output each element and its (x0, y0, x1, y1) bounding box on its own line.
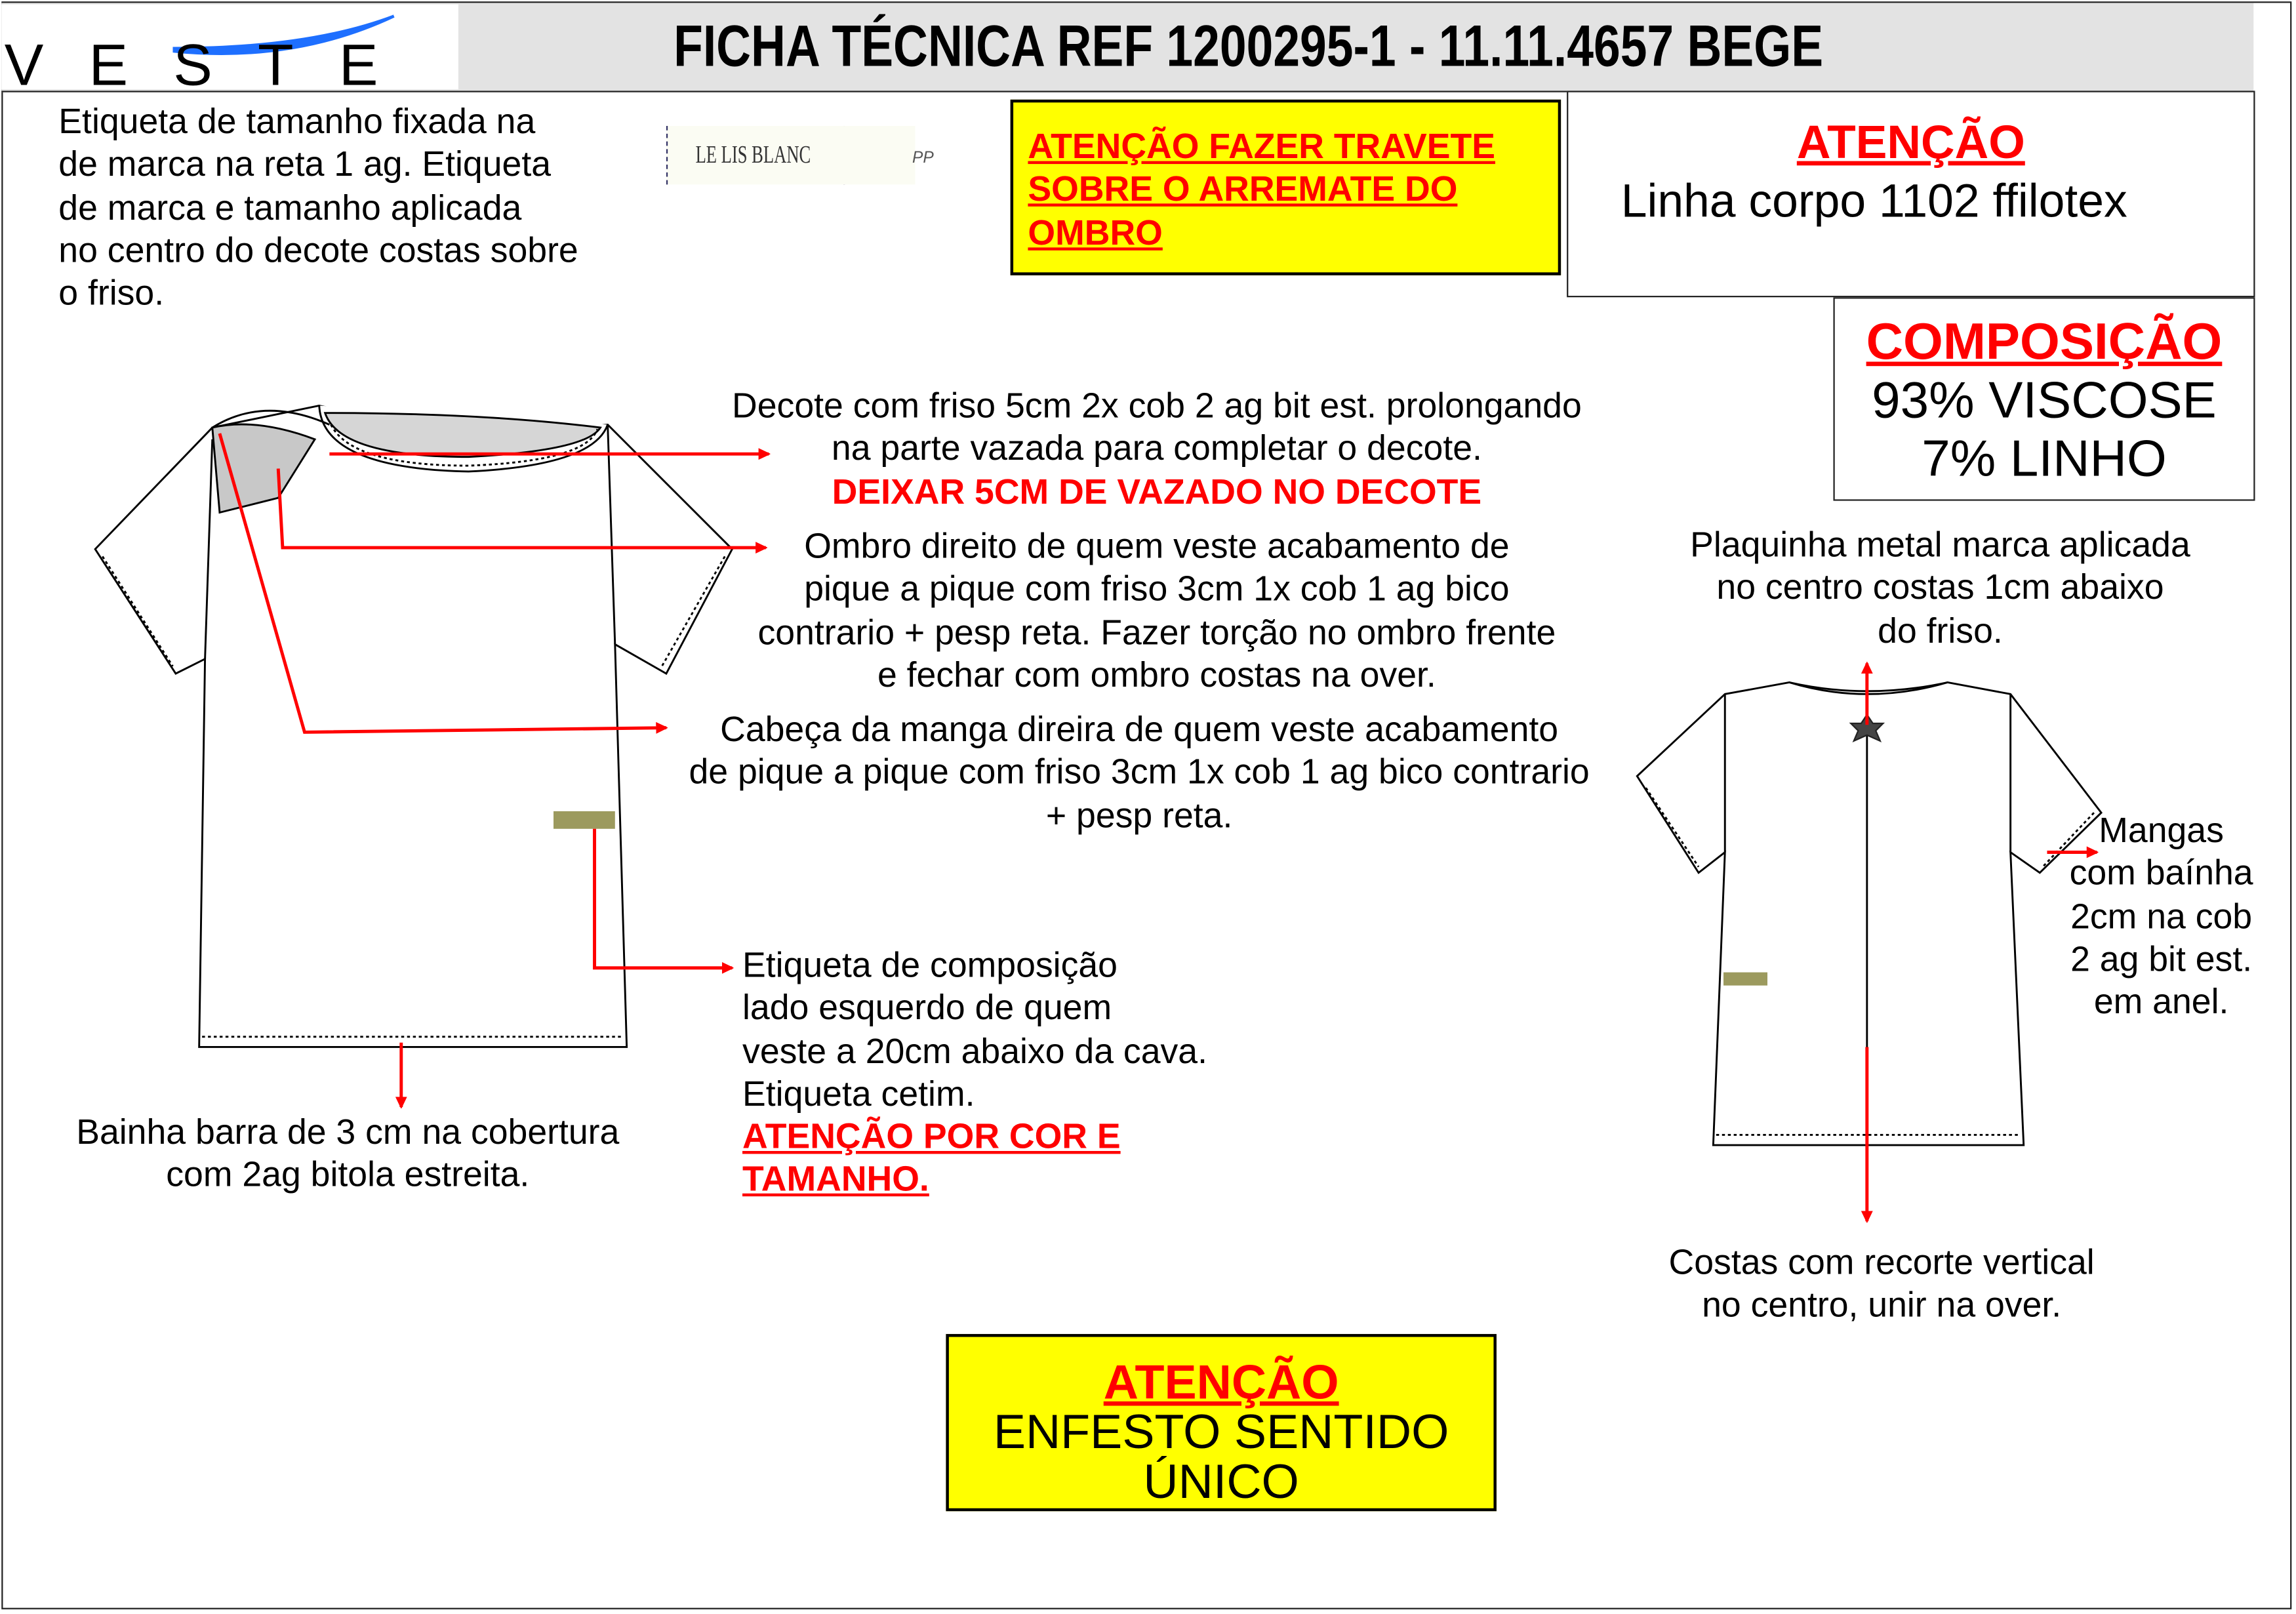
note-line: no centro do decote costas sobre (58, 231, 578, 271)
note-line: Etiqueta de composição (742, 946, 1118, 986)
composition-title: COMPOSIÇÃO (1866, 313, 2223, 371)
page-title: FICHA TÉCNICA REF 1200295-1 - 11.11.4657… (674, 14, 1824, 79)
note-line: o friso. (58, 273, 165, 314)
note-line: 2 ag bit est. (2070, 940, 2253, 980)
shoulder-note: Ombro direito de quem veste acabamento d… (688, 526, 1625, 698)
note-line: com 2ag bitola estreita. (166, 1156, 530, 1196)
size-label-text: PP (912, 149, 934, 167)
note-line: no centro, unir na over. (1702, 1286, 2062, 1326)
note-line: Cabeça da manga direira de quem veste ac… (720, 710, 1559, 750)
neckline-alert: DEIXAR 5CM DE VAZADO NO DECOTE (832, 472, 1482, 512)
composition-line: 7% LINHO (1922, 430, 2167, 488)
note-line: de marca e tamanho aplicada (58, 188, 522, 228)
note-line: + pesp reta. (1045, 796, 1233, 836)
metal-plate-note: Plaquinha metal marca aplicada no centro… (1625, 524, 2255, 653)
hem-note: Bainha barra de 3 cm na cobertura com 2a… (30, 1112, 666, 1198)
alert-line: ATENÇÃO POR COR E (742, 1118, 1121, 1158)
attention-travete-box: ATENÇÃO FAZER TRAVETE SOBRE O ARREMATE D… (1010, 99, 1561, 275)
sleeve-head-arrow (218, 433, 666, 734)
note-line: de pique a pique com friso 3cm 1x cob 1 … (689, 753, 1590, 793)
thread-title: ATENÇÃO (1796, 115, 2025, 169)
spreading-line: ENFESTO SENTIDO (993, 1404, 1449, 1459)
note-line: com baínha (2069, 854, 2253, 894)
alert-line: ATENÇÃO FAZER TRAVETE (1028, 127, 1495, 167)
note-line: Mangas (2099, 811, 2224, 851)
logo-swoosh-icon (172, 14, 395, 55)
note-line: 2cm na cob (2070, 897, 2253, 937)
back-note: Costas com recorte vertical no centro, u… (1611, 1241, 2152, 1327)
spreading-line: ÚNICO (1143, 1454, 1299, 1508)
annotation-arrows (218, 433, 2097, 1221)
neckline-note: Decote com friso 5cm 2x cob 2 ag bit est… (688, 385, 1625, 514)
alert-line: OMBRO (1028, 213, 1163, 253)
note-line: Ombro direito de quem veste acabamento d… (804, 527, 1510, 567)
thread-text: Linha corpo 1102 ffilotex (1621, 174, 2127, 228)
front-tshirt-drawing (94, 405, 734, 1048)
note-line: Costas com recorte vertical (1668, 1243, 2095, 1283)
note-line: Bainha barra de 3 cm na cobertura (76, 1112, 620, 1153)
note-line: na parte vazada para completar o decote. (831, 429, 1482, 470)
note-line: e fechar com ombro costas na over. (877, 656, 1436, 696)
note-line: contrario + pesp reta. Fazer torção no o… (757, 613, 1556, 653)
front-composition-label-mark (553, 811, 615, 829)
composition-box: COMPOSIÇÃO 93% VISCOSE 7% LINHO (1833, 297, 2255, 501)
spreading-title: ATENÇÃO (1103, 1354, 1339, 1409)
note-line: Decote com friso 5cm 2x cob 2 ag bit est… (732, 386, 1582, 426)
brand-label-image: LE LIS BLANC PP (666, 120, 944, 196)
note-line: do friso. (1878, 611, 2003, 651)
note-line: em anel. (2093, 982, 2229, 1022)
alert-line: SOBRE O ARREMATE DO (1028, 170, 1458, 210)
composition-label-arrow (593, 828, 733, 968)
logo-text: VESTE (4, 33, 424, 98)
note-line: pique a pique com friso 3cm 1x cob 1 ag … (804, 570, 1510, 610)
shoulder-arrow (276, 468, 766, 548)
veste-logo: VESTE (1, 4, 458, 98)
composition-line: 93% VISCOSE (1872, 372, 2217, 430)
thread-box: ATENÇÃO Linha corpo 1102 ffilotex (1567, 91, 2255, 298)
sleeve-head-note: Cabeça da manga direira de quem veste ac… (644, 709, 1634, 837)
note-line: Etiqueta cetim. (742, 1074, 975, 1114)
composition-label-note: Etiqueta de composição lado esquerdo de … (742, 944, 1207, 1201)
note-line: Etiqueta de tamanho fixada na (58, 102, 536, 142)
size-label-note: Etiqueta de tamanho fixada na de marca n… (58, 101, 578, 315)
metal-plate-icon (1849, 713, 1885, 742)
note-line: veste a 20cm abaixo da cava. (742, 1032, 1208, 1072)
note-line: de marca na reta 1 ag. Etiqueta (58, 145, 552, 185)
note-line: no centro costas 1cm abaixo (1716, 568, 2164, 609)
note-line: Plaquinha metal marca aplicada (1690, 525, 2190, 565)
note-line: lado esquerdo de quem (742, 988, 1112, 1029)
brand-label-text: LE LIS BLANC (695, 140, 811, 169)
back-composition-label-mark (1723, 972, 1767, 986)
alert-line: TAMANHO. (742, 1160, 929, 1200)
spreading-attention-box: ATENÇÃO ENFESTO SENTIDO ÚNICO (946, 1334, 1497, 1512)
back-tshirt-drawing (1636, 681, 2103, 1146)
sleeves-note: Mangas com baínha 2cm na cob 2 ag bit es… (2050, 810, 2272, 1024)
